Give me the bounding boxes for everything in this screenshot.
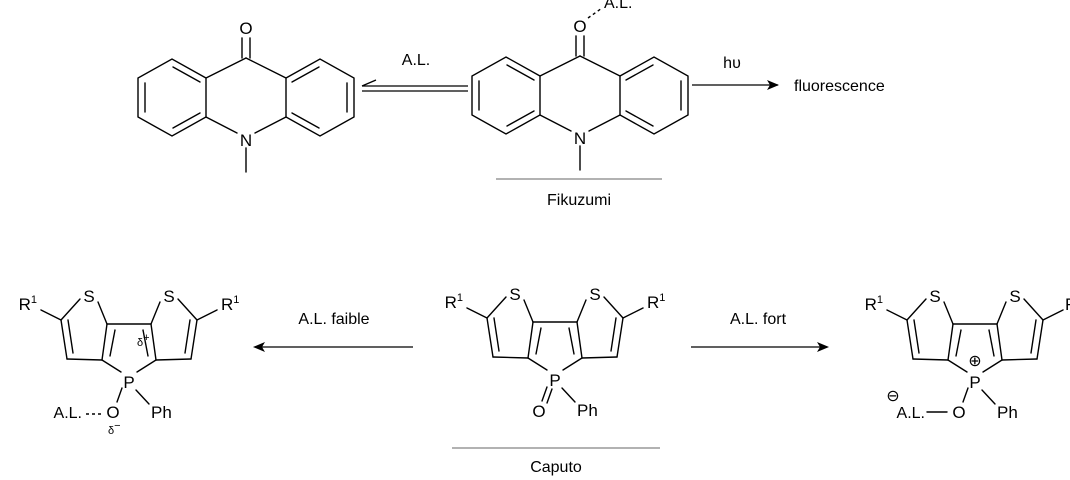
nitrogen-label: N	[574, 129, 586, 148]
positive-charge-icon: ⊕	[968, 353, 981, 370]
substituent-r1-label: R1	[221, 294, 239, 314]
delta-plus-label: δ+	[137, 332, 150, 349]
oxygen-label: O	[239, 19, 252, 38]
phosphorus-label: P	[969, 373, 980, 392]
reagent-lewis-acid: A.L.	[402, 52, 430, 69]
phenyl-label: Ph	[151, 403, 172, 422]
substituent-r1-label: R1	[647, 292, 665, 312]
reference-fikuzumi: Fikuzumi	[547, 192, 611, 209]
acridone-lewis-acid-complex: O A.L. N	[471, 0, 689, 171]
irradiation-arrow: hυ	[692, 55, 779, 90]
hv-label: hυ	[723, 55, 741, 72]
phenyl-label: Ph	[577, 401, 598, 420]
strong-adduct-molecule: S S P ⊕ O A.L. ⊖ Ph R1 R1	[865, 287, 1070, 422]
reagent-strong-lewis-acid: A.L. fort	[730, 311, 787, 328]
oxygen-label: O	[532, 402, 545, 421]
delta-minus-label: δ−	[108, 420, 121, 437]
lewis-acid-label: A.L.	[897, 405, 925, 422]
strong-lewis-acid-arrow: A.L. fort	[691, 311, 829, 352]
lewis-acid-label: A.L.	[604, 0, 632, 12]
equilibrium-arrow: A.L.	[361, 52, 468, 92]
oxygen-label: O	[952, 403, 965, 422]
phosphorus-label: P	[549, 371, 560, 390]
oxygen-label: O	[573, 17, 586, 36]
fluorescence-label: fluorescence	[794, 78, 885, 95]
reagent-weak-lewis-acid: A.L. faible	[298, 311, 369, 328]
phosphole-oxide-molecule: S S P O Ph R1 R1	[445, 285, 666, 421]
sulfur-label: S	[1009, 287, 1020, 306]
sulfur-label: S	[83, 287, 94, 306]
weak-adduct-molecule: S S P δ+ O δ− A.L. Ph R1 R1	[19, 287, 240, 437]
nitrogen-label: N	[240, 131, 252, 150]
negative-charge-icon: ⊖	[886, 388, 899, 405]
sulfur-label: S	[929, 287, 940, 306]
substituent-r1-label: R1	[19, 294, 37, 314]
lewis-acid-label: A.L.	[54, 405, 82, 422]
oxygen-label: O	[106, 403, 119, 422]
sulfur-label: S	[163, 287, 174, 306]
sulfur-label: S	[589, 285, 600, 304]
reference-caputo: Caputo	[530, 459, 582, 476]
substituent-r1-label: R1	[865, 294, 883, 314]
phenyl-label: Ph	[997, 403, 1018, 422]
sulfur-label: S	[509, 285, 520, 304]
weak-lewis-acid-arrow: A.L. faible	[253, 311, 413, 352]
acridone-molecule: O N	[137, 19, 355, 173]
phosphorus-label: P	[123, 373, 134, 392]
substituent-r1-label: R1	[445, 292, 463, 312]
substituent-r1-label: R1	[1065, 294, 1070, 314]
